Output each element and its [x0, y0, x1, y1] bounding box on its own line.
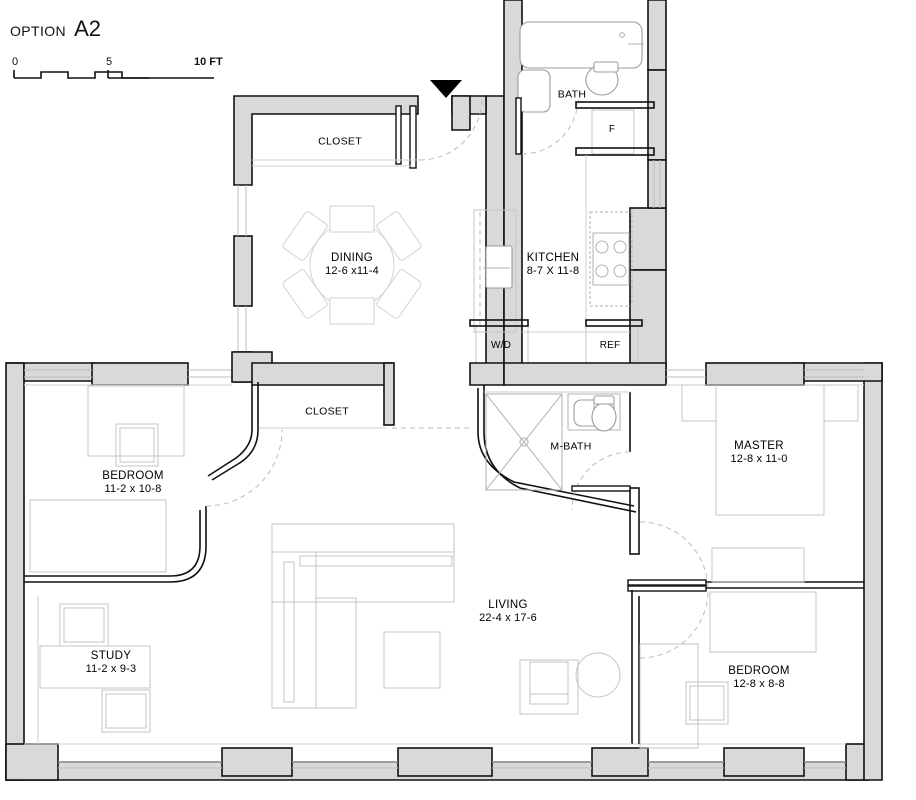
exterior-wall-south [5, 743, 869, 781]
living-coffee-table [383, 631, 441, 689]
scale-tick-0: 0 [12, 56, 19, 68]
bath-toilet [585, 61, 619, 96]
closet-mid-walls [231, 351, 472, 429]
north-wall-mid [469, 362, 667, 386]
bedroom2-door [631, 589, 709, 744]
scale-end-label: 10 FT [194, 56, 223, 68]
exterior-wall-north-left [24, 362, 232, 386]
mbath-walls [484, 391, 631, 511]
bedroom1-study-wall [24, 506, 207, 583]
scale-bar-graphic [13, 70, 214, 79]
bedroom1-east-wall [205, 382, 283, 507]
dining-table [282, 205, 422, 325]
study-furniture [37, 596, 151, 744]
kitchen-counter-lines [522, 155, 630, 333]
master-furniture [681, 384, 859, 583]
kitchen-range [589, 211, 633, 307]
bathtub [519, 21, 644, 69]
mbath-toilet [591, 395, 617, 432]
kitchen-island [473, 209, 517, 333]
bedroom1-furniture [29, 385, 185, 573]
furnace-closet [575, 101, 655, 156]
closet-walls-upper [233, 95, 419, 186]
entry-direction-arrow [430, 80, 462, 98]
mbath-living-wall [477, 385, 640, 555]
scale-bar: 0 5 10 FT [12, 56, 226, 90]
exterior-wall-east [791, 362, 883, 781]
master-door [627, 521, 709, 592]
bath-sink [517, 69, 551, 113]
mbath-shower [485, 393, 563, 491]
living-sectional-sofa [271, 523, 455, 709]
scale-tick-5: 5 [106, 56, 113, 68]
living-side-table [575, 652, 621, 698]
living-armchair [519, 659, 579, 715]
dining-kitchen-partition [451, 95, 505, 383]
bath-door [515, 97, 579, 155]
entry-door [252, 97, 483, 169]
bedroom2-furniture [639, 591, 817, 749]
